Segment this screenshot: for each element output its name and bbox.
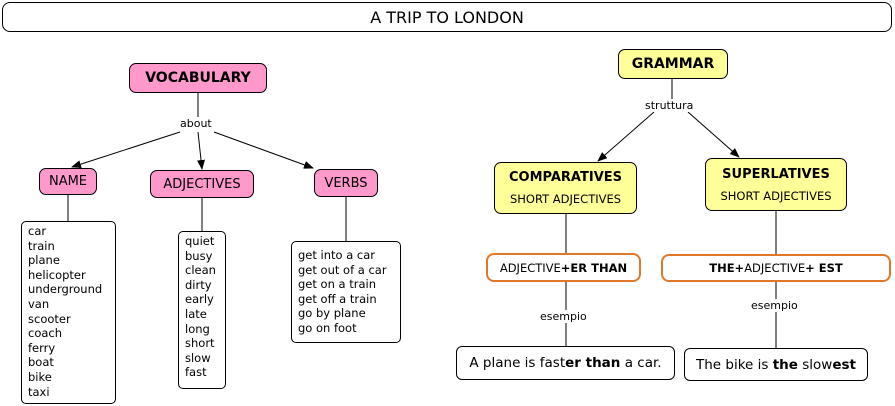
example-text-d: est — [832, 356, 856, 373]
link-struttura: struttura — [644, 99, 695, 112]
vocabulary-node[interactable]: VOCABULARY — [129, 63, 267, 93]
verbs-node[interactable]: VERBS — [314, 169, 378, 197]
arrow-about-name — [71, 131, 181, 169]
comparatives-sub: SHORT ADJECTIVES — [509, 192, 622, 206]
link-esempio-comparatives: esempio — [539, 310, 588, 323]
list-item: busy — [185, 248, 213, 263]
list-item: taxi — [28, 384, 50, 399]
example-text-c: slow — [797, 356, 833, 373]
list-item: get into a car — [298, 248, 376, 262]
arrow-about-adjectives — [197, 131, 206, 170]
list-item: quiet — [185, 234, 215, 248]
superlatives-rule[interactable]: THE+ADJECTIVE+ EST — [661, 254, 891, 282]
name-node[interactable]: NAME — [39, 168, 97, 195]
example-text-b: the — [772, 356, 798, 373]
list-item: slow — [185, 350, 211, 365]
list-item: car — [28, 224, 47, 238]
adjectives-label: ADJECTIVES — [163, 176, 241, 192]
arrow-struttura-superlatives — [687, 111, 740, 158]
list-item: van — [28, 296, 50, 311]
list-item: fast — [185, 365, 207, 380]
adjectives-node[interactable]: ADJECTIVES — [150, 170, 254, 198]
example-text-c: a car. — [620, 355, 662, 371]
list-item: early — [185, 292, 214, 307]
superlatives-label: SUPERLATIVES — [722, 166, 830, 182]
list-item: helicopter — [28, 267, 86, 282]
adjectives-list: quiet busy clean dirty early late long s… — [178, 231, 226, 389]
verbs-list: get into a car get out of a car get on a… — [291, 241, 401, 343]
grammar-node[interactable]: GRAMMAR — [618, 49, 728, 79]
link-esempio-superlatives: esempio — [750, 299, 799, 312]
example-text-a: A plane is fast — [469, 355, 566, 371]
arrow-about-verbs — [213, 131, 314, 169]
list-item: dirty — [185, 277, 212, 292]
comparatives-rule-adjective: ADJECTIVE — [499, 260, 561, 275]
example-text-b: er than — [565, 355, 621, 371]
list-item: underground — [28, 282, 103, 297]
list-item: bike — [28, 369, 52, 384]
name-label: NAME — [48, 174, 88, 189]
list-item: scooter — [28, 311, 71, 326]
list-item: get on a train — [298, 277, 376, 292]
superlatives-sub: SHORT ADJECTIVES — [720, 188, 832, 203]
list-item: long — [185, 321, 210, 336]
verbs-label: VERBS — [324, 175, 368, 191]
list-item: ferry — [28, 340, 56, 355]
comparatives-node[interactable]: COMPARATIVES SHORT ADJECTIVES — [494, 162, 637, 214]
superlatives-rule-the: THE+ — [709, 261, 745, 275]
arrow-struttura-comparatives — [597, 111, 655, 162]
comparatives-rule-suffix: +ER THAN — [560, 260, 628, 275]
list-item: late — [185, 306, 207, 321]
list-item: clean — [185, 263, 216, 278]
example-text-a: The bike is — [695, 356, 773, 373]
list-item: coach — [28, 326, 63, 341]
list-item: go on foot — [298, 320, 357, 335]
list-item: short — [185, 336, 215, 351]
vocabulary-label: VOCABULARY — [145, 70, 251, 86]
link-about: about — [179, 117, 213, 130]
list-item: plane — [28, 253, 60, 268]
superlatives-rule-adjective: ADJECTIVE — [744, 261, 806, 275]
list-item: boat — [28, 355, 54, 370]
comparatives-label: COMPARATIVES — [509, 170, 622, 185]
list-item: get off a train — [298, 291, 377, 306]
grammar-label: GRAMMAR — [631, 56, 715, 72]
superlatives-node[interactable]: SUPERLATIVES SHORT ADJECTIVES — [705, 158, 847, 211]
superlatives-rule-suffix: + EST — [805, 261, 843, 275]
list-item: get out of a car — [298, 262, 387, 277]
comparatives-rule[interactable]: ADJECTIVE+ER THAN — [486, 253, 641, 282]
list-item: go by plane — [298, 306, 366, 321]
list-item: train — [28, 238, 55, 253]
name-list: car train plane helicopter underground v… — [21, 221, 116, 404]
map-title: A TRIP TO LONDON — [2, 2, 892, 32]
